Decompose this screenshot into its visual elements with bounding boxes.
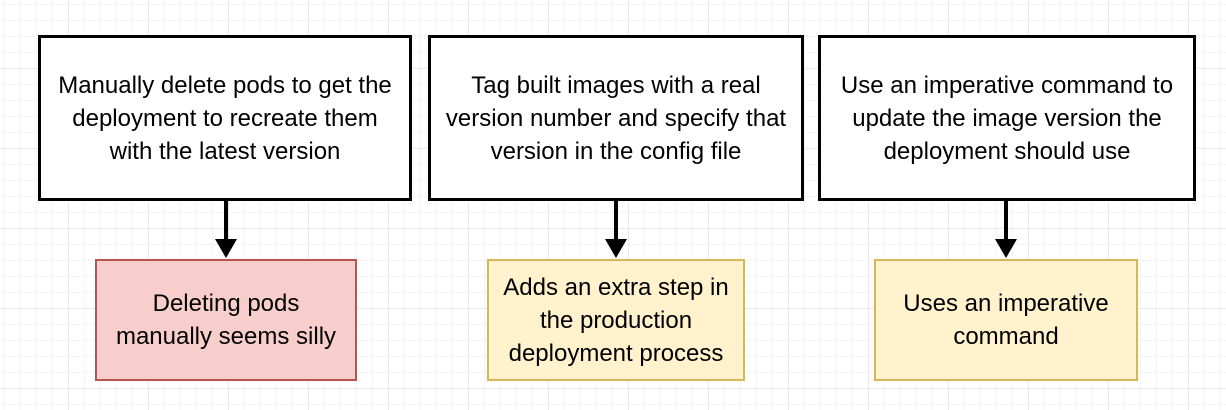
- outcome-text-imperative-command: Uses an imperative command: [903, 290, 1109, 350]
- outcome-box-imperative-command: Uses an imperative command: [874, 259, 1138, 381]
- arrow-delete-pods: [215, 201, 237, 258]
- approach-box-delete-pods: Manually delete pods to get the deployme…: [38, 35, 412, 201]
- approach-text-delete-pods: Manually delete pods to get the deployme…: [58, 71, 392, 165]
- outcome-text-delete-pods: Deleting pods manually seems silly: [115, 290, 337, 350]
- approach-text-imperative-command: Use an imperative command to update the …: [840, 71, 1174, 165]
- outcome-box-delete-pods: Deleting pods manually seems silly: [95, 259, 357, 381]
- arrow-tag-images: [605, 201, 627, 258]
- outcome-box-tag-images: Adds an extra step in the production dep…: [487, 259, 745, 381]
- approach-box-tag-images: Tag built images with a real version num…: [428, 35, 804, 201]
- approach-box-imperative-command: Use an imperative command to update the …: [818, 35, 1196, 201]
- approach-text-tag-images: Tag built images with a real version num…: [445, 71, 787, 165]
- arrow-imperative-command: [995, 201, 1017, 258]
- outcome-text-tag-images: Adds an extra step in the production dep…: [503, 273, 729, 367]
